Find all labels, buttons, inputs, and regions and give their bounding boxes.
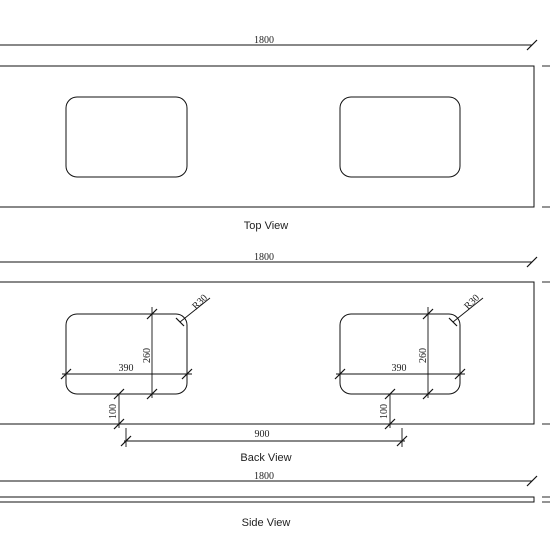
- back-view-right-height-tick-top: [422, 308, 434, 320]
- top-view-width-dimension-tick: [526, 39, 538, 51]
- back-view-right-radius-label: R30: [462, 293, 482, 313]
- back-view-left-radius-tick: [175, 317, 185, 327]
- side-view-width-dimension-tick: [526, 475, 538, 487]
- back-view-centers-label: 900: [255, 429, 270, 440]
- back-view-right-radius-tick: [448, 317, 458, 327]
- back-view-centers-tick-right: [396, 435, 408, 447]
- back-view-width-label: 1800: [254, 252, 274, 263]
- top-view-slab-outline: [0, 65, 535, 208]
- side-view: 1800 Side View: [0, 471, 550, 529]
- back-view-right-offset-tick-bottom: [384, 418, 396, 430]
- back-view-left-bowl-outline: [65, 313, 188, 395]
- side-view-width-label: 1800: [254, 471, 274, 482]
- side-view-slab-profile: [0, 496, 535, 503]
- back-view-left-width-tick-right: [181, 368, 193, 380]
- back-view-right-bowl: R30 260 390 100: [334, 293, 484, 430]
- top-view-left-basin: [65, 96, 188, 178]
- back-view-right-offset-label: 100: [379, 404, 390, 419]
- back-view-right-width-tick-right: [454, 368, 466, 380]
- back-view-width-dimension-tick: [526, 256, 538, 268]
- back-view-left-width-label: 390: [119, 363, 134, 374]
- back-view-left-height-tick-bottom: [146, 388, 158, 400]
- back-view-left-offset-tick-bottom: [113, 418, 125, 430]
- top-view-caption: Top View: [244, 220, 288, 232]
- back-view-right-height-tick-bottom: [422, 388, 434, 400]
- back-view-centers-tick-left: [120, 435, 132, 447]
- back-view-centers-dimension: 900: [120, 428, 408, 447]
- side-view-caption: Side View: [242, 517, 291, 529]
- back-view-right-radius-leader: [452, 297, 484, 323]
- back-view-left-radius-label: R30: [190, 293, 210, 313]
- back-view-left-offset-tick-top: [113, 388, 125, 400]
- back-view-right-height-label: 260: [418, 348, 429, 363]
- back-view-left-bowl: R30 260 390 100: [60, 293, 211, 430]
- back-view-caption: Back View: [240, 452, 291, 464]
- back-view-left-radius-leader: [179, 297, 211, 323]
- back-view-slab-outline: [0, 281, 535, 425]
- back-view-right-bowl-outline: [339, 313, 461, 395]
- back-view-right-width-label: 390: [392, 363, 407, 374]
- top-view-right-basin: [339, 96, 461, 178]
- back-view: 1800 R30 260 390 100: [0, 252, 550, 464]
- top-view: 1800 Top View: [0, 35, 550, 232]
- back-view-right-offset-tick-top: [384, 388, 396, 400]
- back-view-left-width-tick-left: [60, 368, 72, 380]
- back-view-left-height-tick-top: [146, 308, 158, 320]
- back-view-right-width-tick-left: [334, 368, 346, 380]
- top-view-width-label: 1800: [254, 35, 274, 46]
- back-view-left-offset-label: 100: [108, 404, 119, 419]
- back-view-left-height-label: 260: [142, 348, 153, 363]
